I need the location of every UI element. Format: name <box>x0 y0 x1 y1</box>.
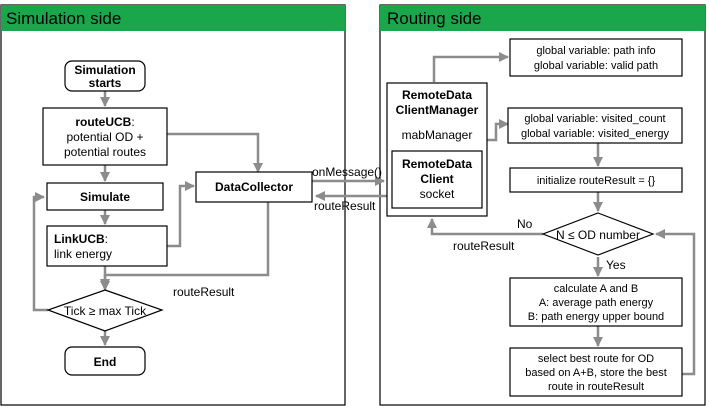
sim-route-result-label: routeResult <box>173 285 235 299</box>
remote-client-node: RemoteData Client socket <box>391 150 483 209</box>
tick-decision-label: Tick ≥ max Tick <box>64 304 147 318</box>
arrow-loop-to-simulate <box>32 192 48 312</box>
linkucb-title: LinkUCB: <box>54 232 108 246</box>
select-node: select best route for OD based on A+B, s… <box>509 347 683 397</box>
visit-globals-line-1: global variable: visited_count <box>524 113 665 125</box>
calc-line-1: calculate A and B <box>554 283 638 295</box>
od-decision: N ≤ OD number <box>541 212 655 256</box>
od-decision-label: N ≤ OD number <box>556 228 640 242</box>
routeucb-title: routeUCB: <box>75 115 134 129</box>
connectors <box>32 52 696 376</box>
routing-route-result-label: routeResult <box>453 239 515 253</box>
path-globals-line-2: global variable: valid path <box>534 60 658 72</box>
select-line-3: route in routeResult <box>548 381 644 393</box>
simulation-start-node: Simulation starts <box>64 60 146 92</box>
end-label: End <box>94 355 117 369</box>
data-collector-node: DataCollector <box>195 171 313 203</box>
arrow-linkucb-to-collector <box>167 181 195 248</box>
path-globals-node: global variable: path info global variab… <box>509 38 683 77</box>
simulation-panel-title: Simulation side <box>6 9 121 28</box>
routeucb-line-1: potential OD + <box>66 130 143 144</box>
select-line-1: select best route for OD <box>538 353 654 365</box>
tick-decision: Tick ≥ max Tick <box>46 289 164 332</box>
on-message-label: onMessage() <box>312 165 382 179</box>
socket-label: socket <box>420 187 455 201</box>
calc-node: calculate A and B A: average path energy… <box>509 277 683 327</box>
client-manager-title-2: ClientManager <box>396 103 479 117</box>
arrow-no-to-manager <box>427 218 543 236</box>
start-line-1: Simulation <box>74 63 135 77</box>
remote-client-title-1: RemoteData <box>402 157 472 171</box>
client-manager-title-1: RemoteData <box>402 88 472 102</box>
simulation-panel-header <box>1 5 345 31</box>
data-collector-label: DataCollector <box>215 180 293 194</box>
calc-line-3: B: path energy upper bound <box>528 311 664 323</box>
visit-globals-line-2: global variable: visited_energy <box>521 128 669 140</box>
yes-label: Yes <box>606 258 626 272</box>
routeucb-node: routeUCB: potential OD + potential route… <box>42 107 168 166</box>
mab-manager-label: mabManager <box>402 128 473 142</box>
route-result-connection-label: routeResult <box>314 199 376 213</box>
arrow-routeucb-to-collector <box>167 132 263 173</box>
simulate-label: Simulate <box>80 190 130 204</box>
visit-globals-node: global variable: visited_count global va… <box>507 107 683 144</box>
remote-client-title-2: Client <box>420 172 453 186</box>
arrow-loop-to-decision <box>655 229 696 376</box>
init-label: initialize routeResult = {} <box>537 175 656 187</box>
init-node: initialize routeResult = {} <box>509 167 683 193</box>
routing-panel-header <box>380 5 705 31</box>
simulation-end-node: End <box>64 346 146 376</box>
arrow-collector-to-decision <box>100 202 270 289</box>
linkucb-node: LinkUCB: link energy <box>46 225 168 267</box>
path-globals-line-1: global variable: path info <box>536 45 655 57</box>
arrow-manager-to-visit-globals <box>487 119 509 142</box>
calc-line-2: A: average path energy <box>539 297 654 309</box>
routing-panel-title: Routing side <box>387 9 482 28</box>
simulate-node: Simulate <box>46 182 164 211</box>
select-line-2: based on A+B, store the best <box>525 367 667 379</box>
start-line-2: starts <box>89 76 122 90</box>
no-label: No <box>517 217 533 231</box>
linkucb-line: link energy <box>54 247 112 261</box>
routeucb-line-2: potential routes <box>64 145 146 159</box>
arrow-manager-to-path-globals <box>432 52 509 82</box>
